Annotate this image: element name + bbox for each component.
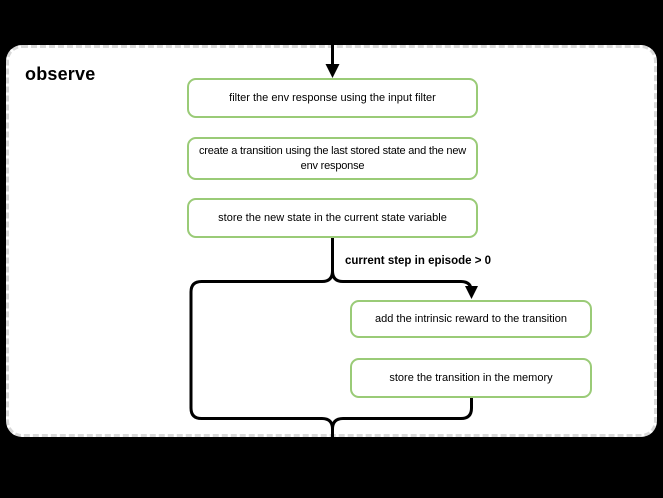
group-title: observe <box>25 64 96 84</box>
node-label: filter the env response using the input … <box>229 91 436 104</box>
condition-label: current step in episode > 0 <box>345 255 492 267</box>
node-store-transition: store the transition in the memory <box>350 358 592 398</box>
node-label: store the transition in the memory <box>389 371 553 384</box>
node-add-intrinsic-reward: add the intrinsic reward to the transiti… <box>350 300 592 338</box>
node-store-new-state: store the new state in the current state… <box>187 198 478 238</box>
node-label: add the intrinsic reward to the transiti… <box>375 312 567 325</box>
node-create-transition: create a transition using the last store… <box>187 137 478 180</box>
node-filter-env-response: filter the env response using the input … <box>187 78 478 118</box>
node-label: store the new state in the current state… <box>218 211 447 224</box>
node-label: create a transition using the last store… <box>198 144 467 172</box>
